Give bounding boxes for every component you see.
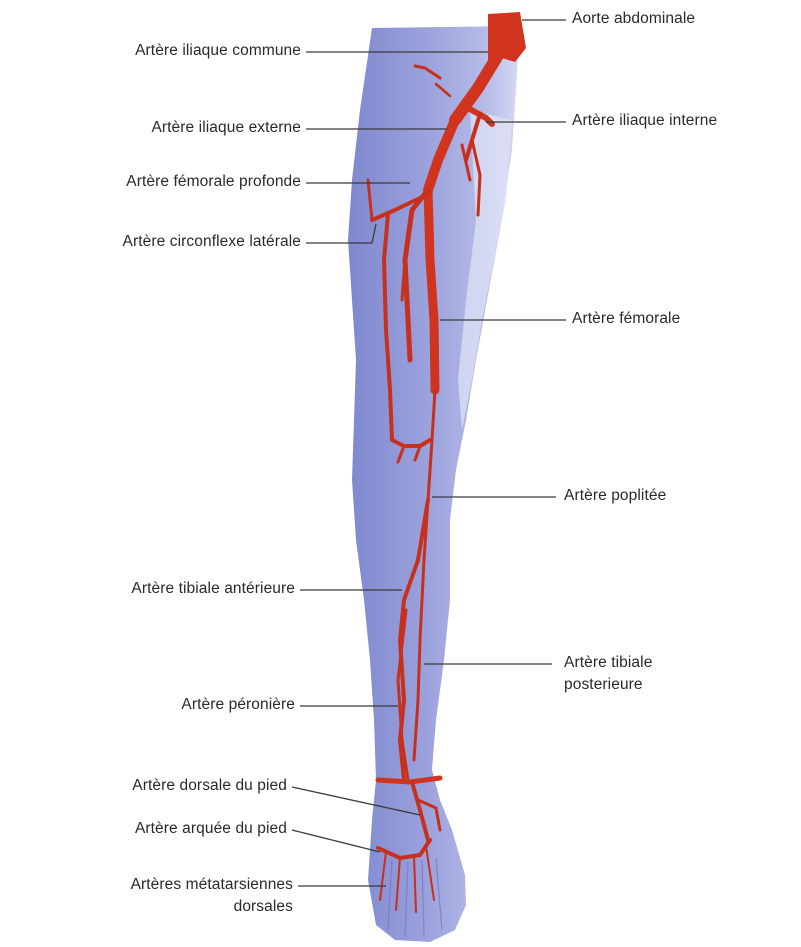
label-circonflexe: Artère circonflexe latérale xyxy=(123,233,301,251)
label-iliaque-commune: Artère iliaque commune xyxy=(135,42,301,60)
label-dorsale-pied: Artère dorsale du pied xyxy=(132,777,287,795)
label-tibiale-anterieure: Artère tibiale antérieure xyxy=(131,580,295,598)
label-iliaque-interne: Artère iliaque interne xyxy=(572,112,717,130)
label-aorte: Aorte abdominale xyxy=(572,10,695,28)
label-metatarsiennes-line2: dorsales xyxy=(131,898,293,916)
label-metatarsiennes-line1: Artères métatarsiennes xyxy=(131,876,293,894)
label-tibiale-posterieure-line1: Artère tibiale xyxy=(564,654,652,672)
label-tibiale-posterieure-line2: posterieure xyxy=(564,676,652,694)
label-arquee-pied: Artère arquée du pied xyxy=(135,820,287,838)
label-femorale: Artère fémorale xyxy=(572,310,680,328)
label-tibiale-posterieure: Artère tibiale posterieure xyxy=(564,654,652,694)
label-femorale-profonde: Artère fémorale profonde xyxy=(126,173,301,191)
label-poplitee: Artère poplitée xyxy=(564,487,666,505)
label-iliaque-externe: Artère iliaque externe xyxy=(151,119,301,137)
label-metatarsiennes: Artères métatarsiennes dorsales xyxy=(131,876,293,916)
leader-arquee-pied xyxy=(292,830,380,852)
label-peroniere: Artère péronière xyxy=(181,696,295,714)
